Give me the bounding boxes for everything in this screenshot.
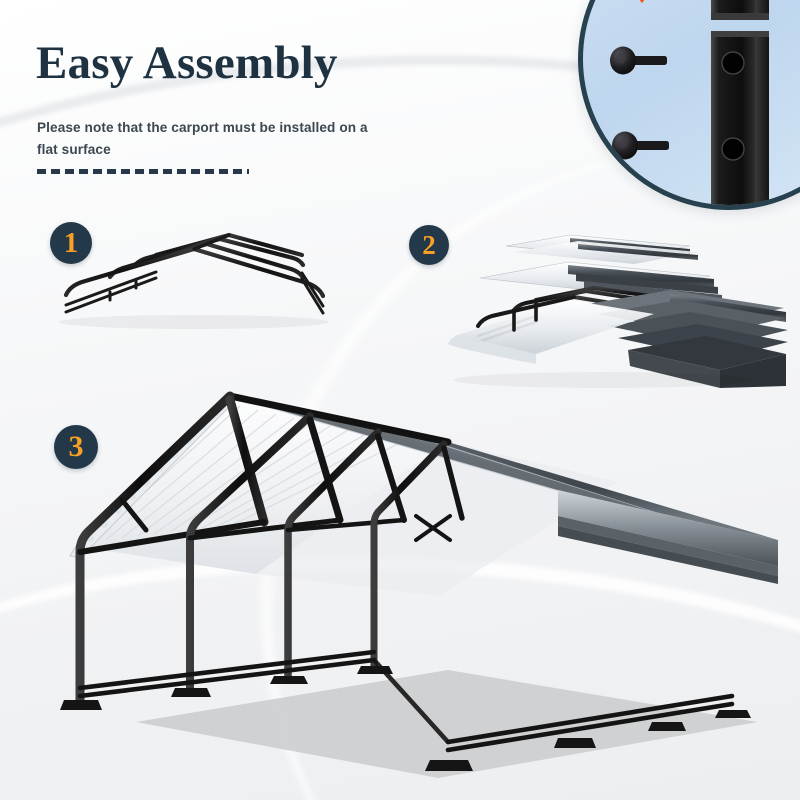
page-subtitle: Please note that the carport must be ins… <box>37 120 368 157</box>
step-badge-3: 3 <box>54 425 98 469</box>
step-2-illustration <box>418 218 790 388</box>
step-badge-2: 2 <box>409 225 449 265</box>
step-3-illustration <box>18 370 788 790</box>
page-title: Easy Assembly <box>36 37 338 89</box>
step-badge-3-number: 3 <box>68 430 84 463</box>
step-badge-1-number: 1 <box>63 226 79 259</box>
upper-tube <box>711 0 769 20</box>
lower-tube <box>711 31 769 205</box>
down-arrow-left <box>639 0 645 3</box>
step-badge-1: 1 <box>50 222 92 264</box>
step-badge-2-number: 2 <box>422 229 436 260</box>
step-1-illustration <box>44 222 394 337</box>
bolt-upper <box>610 46 667 75</box>
dashed-divider <box>37 169 249 174</box>
bolt-connection-detail-inset <box>578 0 800 210</box>
down-arrow-right <box>785 0 800 3</box>
bolt-lower <box>612 131 669 160</box>
